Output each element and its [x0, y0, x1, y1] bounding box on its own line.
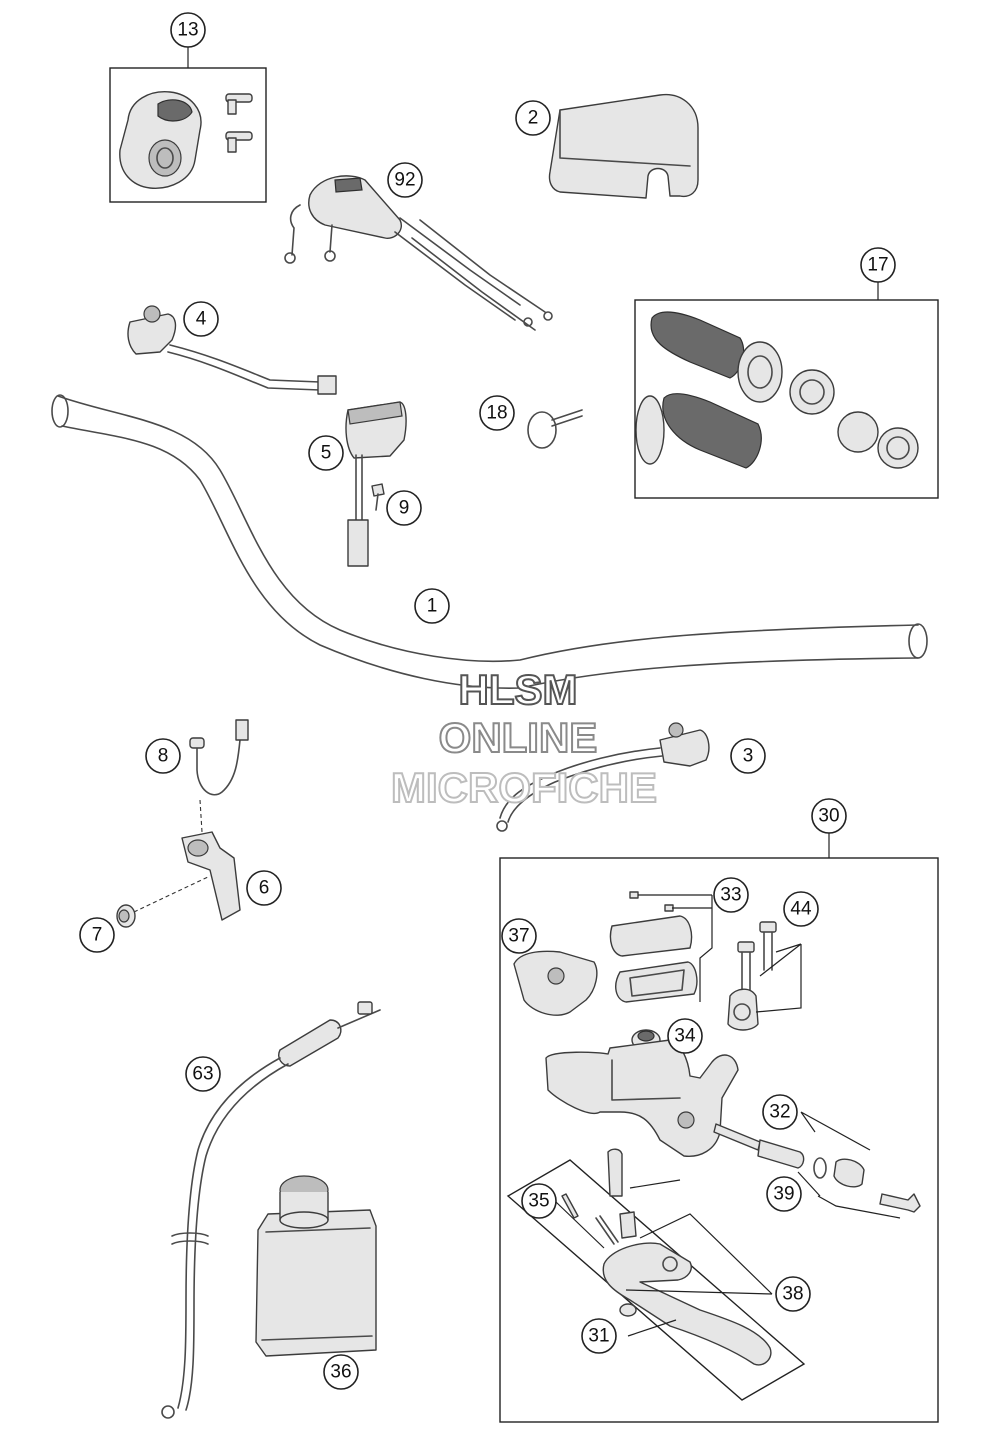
svg-text:9: 9 — [399, 498, 410, 519]
svg-text:30: 30 — [818, 806, 839, 827]
svg-text:3: 3 — [743, 746, 754, 767]
svg-text:18: 18 — [486, 403, 507, 424]
callout-1: 1 — [414, 588, 450, 624]
brake-line-part — [161, 1001, 381, 1419]
callout-9: 9 — [386, 490, 422, 526]
master-cylinder-part — [545, 1039, 739, 1157]
svg-text:32: 32 — [769, 1102, 790, 1123]
svg-text:63: 63 — [192, 1064, 213, 1085]
svg-text:4: 4 — [196, 309, 207, 330]
callout-5: 5 — [308, 435, 344, 471]
throttle-housing-part — [119, 91, 253, 189]
adjuster-part — [879, 1193, 921, 1213]
callout-31: 31 — [581, 1318, 617, 1354]
watermark-line3: MICROFICHE — [391, 764, 657, 811]
callout-35: 35 — [521, 1183, 557, 1219]
clamp-part — [727, 921, 777, 1031]
watermark: HLSM ONLINE MICROFICHE — [390, 665, 658, 812]
callout-7: 7 — [79, 917, 115, 953]
callout-33: 33 — [713, 877, 749, 913]
svg-text:7: 7 — [92, 925, 103, 946]
svg-text:2: 2 — [528, 108, 539, 129]
cable-tie-part — [527, 409, 583, 449]
callout-34: 34 — [667, 1018, 703, 1054]
part-frames — [109, 67, 939, 1423]
map-switch-part — [345, 401, 407, 567]
watermark-line1: HLSM — [459, 666, 578, 713]
callout-2: 2 — [515, 100, 551, 136]
svg-text:38: 38 — [782, 1284, 803, 1305]
svg-text:37: 37 — [508, 926, 529, 947]
callouts: 13 2 92 17 4 18 5 9 1 8 3 6 7 30 33 37 4… — [79, 12, 896, 1390]
throttle-cables-part — [284, 175, 553, 331]
callout-44: 44 — [783, 891, 819, 927]
callout-17: 17 — [860, 247, 896, 283]
callout-4: 4 — [183, 301, 219, 337]
frame-lever-kit — [506, 1159, 806, 1401]
frame-17 — [634, 299, 939, 499]
callout-30: 30 — [811, 798, 847, 834]
callout-39: 39 — [766, 1176, 802, 1212]
callout-37: 37 — [501, 918, 537, 954]
callout-32: 32 — [762, 1094, 798, 1130]
svg-text:33: 33 — [720, 885, 741, 906]
callout-92: 92 — [387, 162, 423, 198]
piston-part — [713, 1123, 865, 1188]
bar-pad-part — [548, 93, 699, 199]
reservoir-lid-part — [609, 891, 712, 1003]
watermark-line2: ONLINE — [439, 714, 598, 761]
reservoir-cover-part — [513, 950, 598, 1016]
svg-text:5: 5 — [321, 443, 332, 464]
leader-lines — [187, 46, 901, 1337]
svg-text:8: 8 — [158, 746, 169, 767]
svg-text:92: 92 — [394, 170, 415, 191]
screw-7-part — [116, 904, 136, 928]
callout-6: 6 — [246, 870, 282, 906]
callout-8: 8 — [145, 738, 181, 774]
callout-63: 63 — [185, 1056, 221, 1092]
bracket-part — [133, 799, 241, 921]
grips-part — [635, 311, 919, 469]
svg-text:13: 13 — [177, 20, 198, 41]
svg-text:17: 17 — [867, 255, 888, 276]
connector-part — [189, 719, 249, 796]
kill-switch-part — [127, 305, 337, 395]
callout-3: 3 — [730, 738, 766, 774]
frame-30 — [499, 857, 939, 1423]
svg-text:31: 31 — [588, 1326, 609, 1347]
handlebar-part — [51, 394, 928, 689]
svg-text:6: 6 — [259, 878, 270, 899]
svg-text:44: 44 — [790, 899, 812, 920]
svg-text:1: 1 — [427, 596, 438, 617]
svg-text:35: 35 — [528, 1191, 549, 1212]
hot-start-switch-part — [496, 722, 710, 832]
callout-13: 13 — [170, 12, 206, 48]
callout-38: 38 — [775, 1276, 811, 1312]
fluid-can-part — [255, 1175, 377, 1357]
svg-text:39: 39 — [773, 1184, 794, 1205]
lever-kit-part — [561, 1148, 772, 1366]
callout-18: 18 — [479, 395, 515, 431]
svg-text:34: 34 — [674, 1026, 696, 1047]
svg-text:36: 36 — [330, 1362, 351, 1383]
callout-36: 36 — [323, 1354, 359, 1390]
